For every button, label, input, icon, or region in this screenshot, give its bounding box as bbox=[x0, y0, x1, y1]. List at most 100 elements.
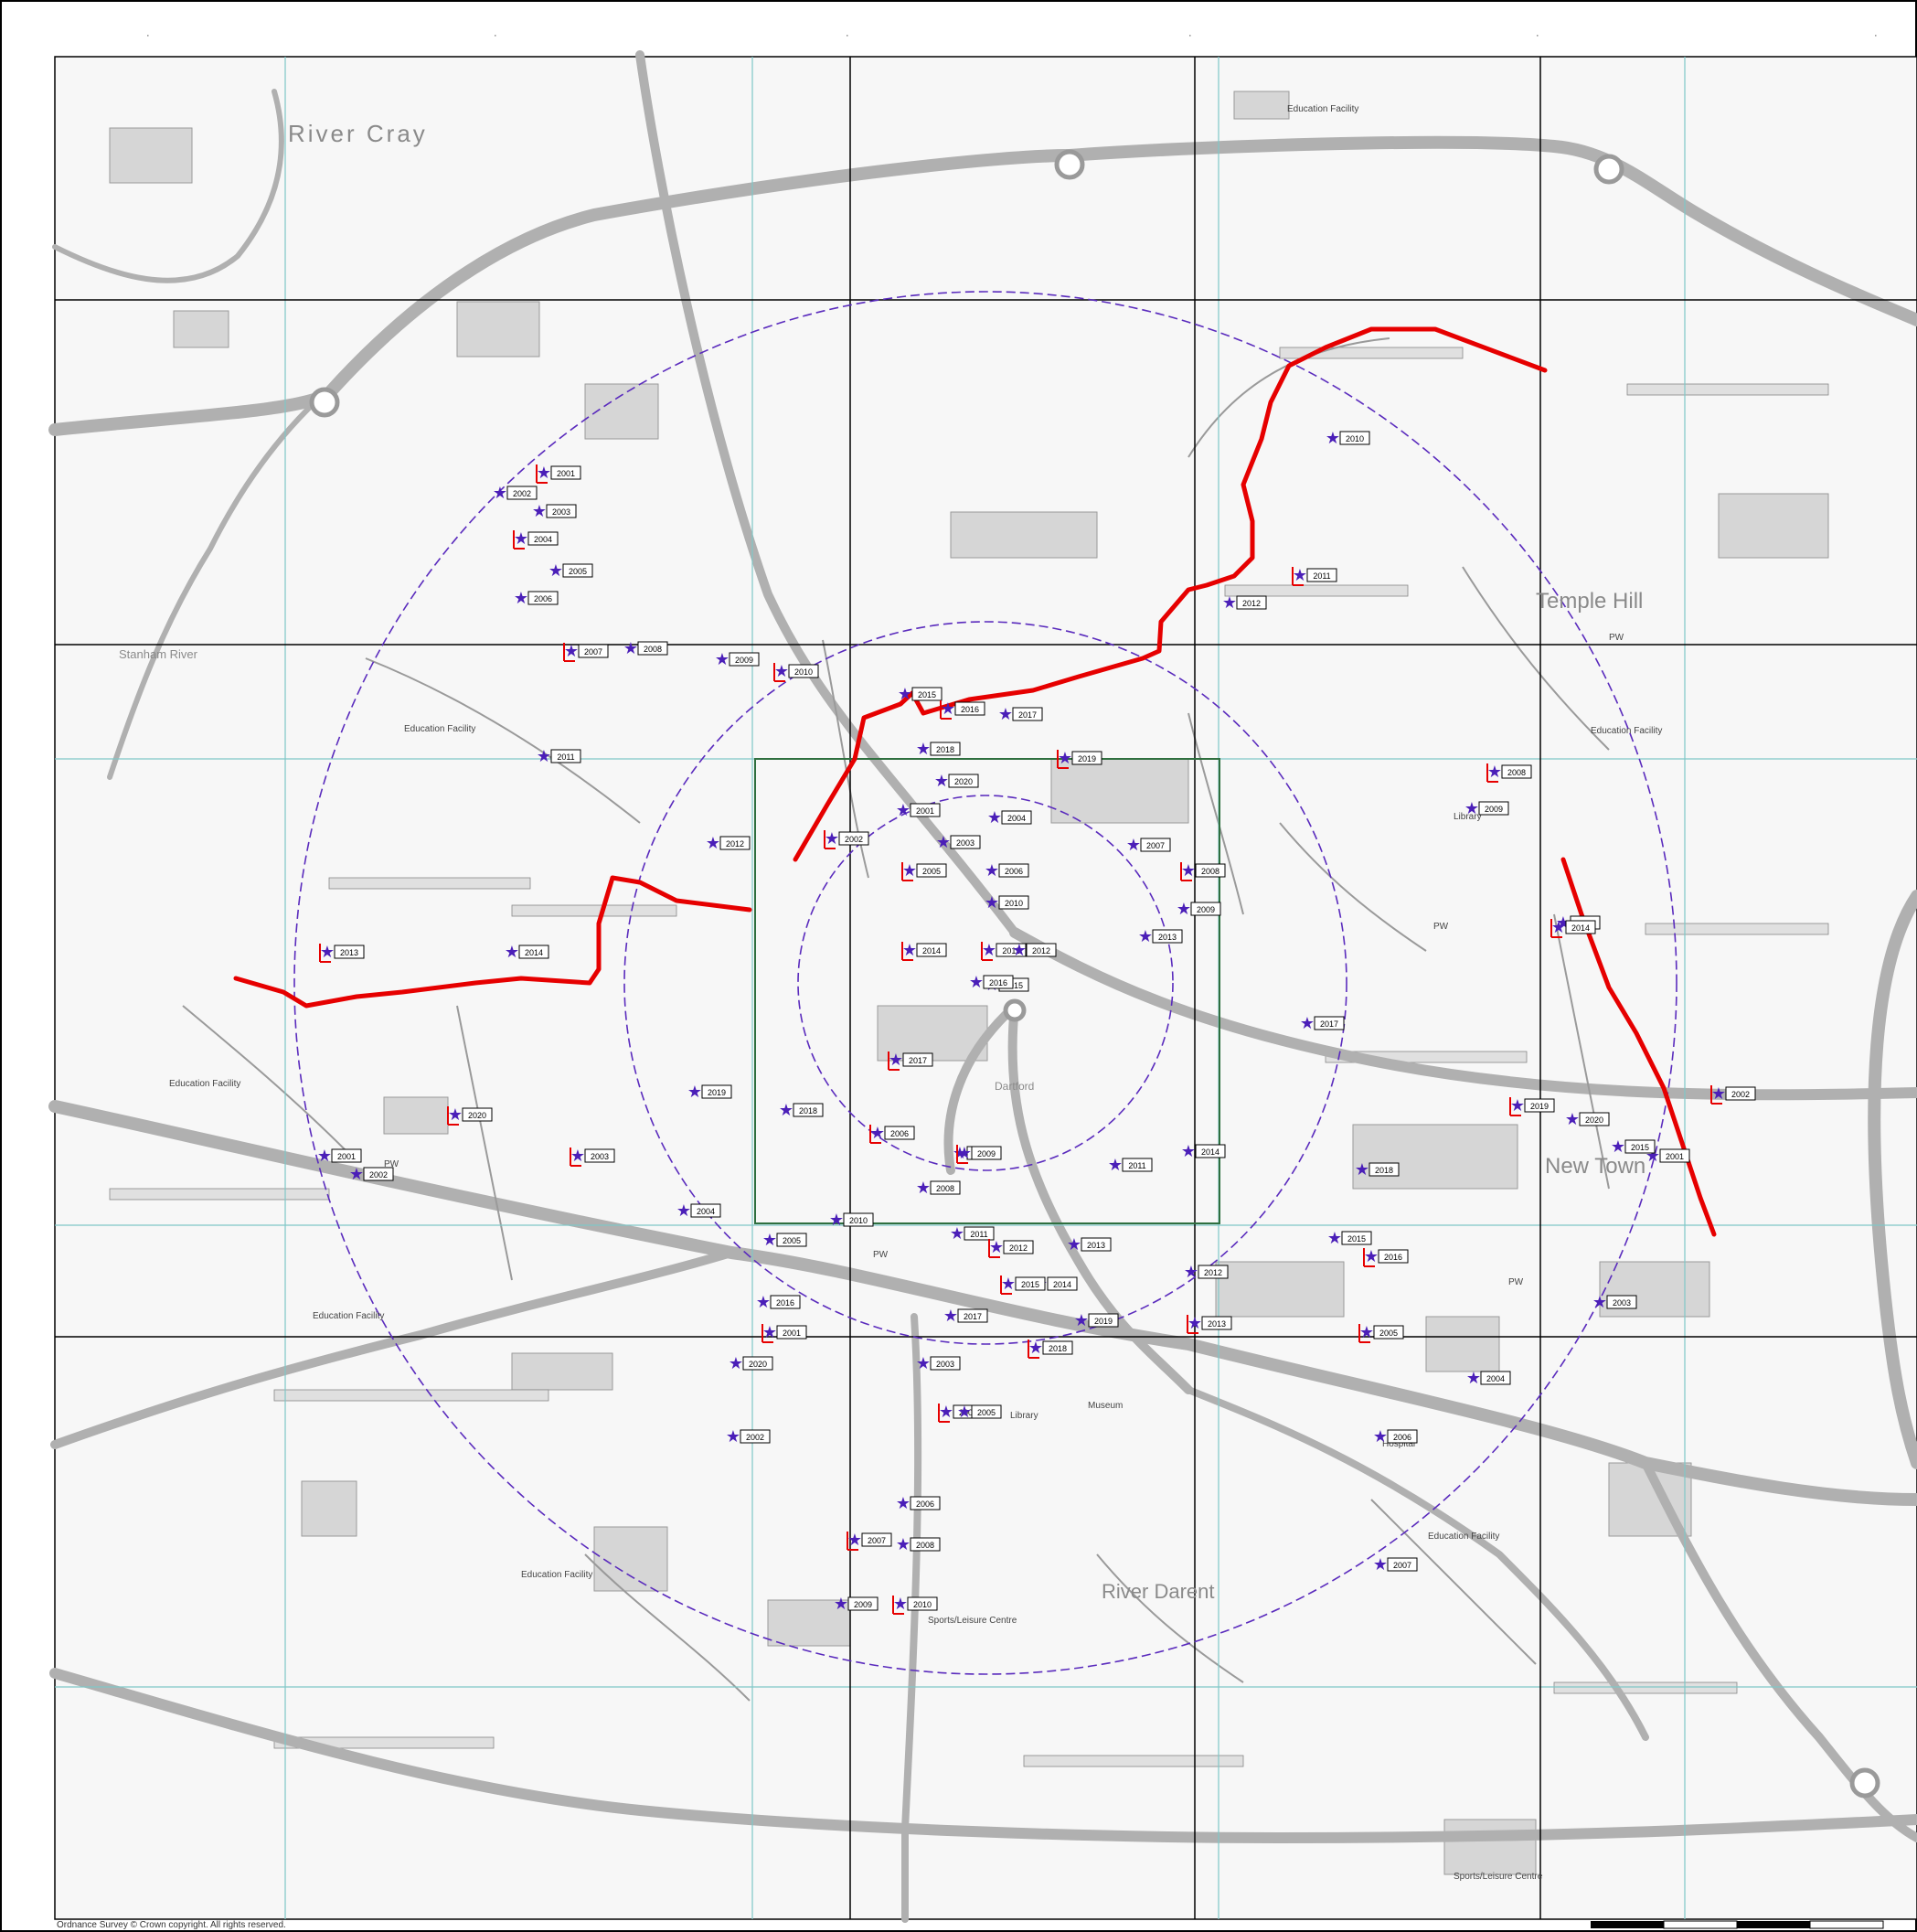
site-label: 2019 bbox=[1094, 1317, 1113, 1326]
star-icon[interactable]: ★ bbox=[893, 1595, 908, 1613]
site-label-box bbox=[1122, 1158, 1153, 1172]
site-markers[interactable]: ★2001★2002★2003★2004★2005★2006★2007★2008… bbox=[317, 429, 1756, 1615]
star-icon[interactable]: ★ bbox=[916, 1354, 931, 1372]
star-icon[interactable]: ★ bbox=[1293, 566, 1307, 584]
star-icon[interactable]: ★ bbox=[896, 1535, 911, 1553]
star-icon[interactable]: ★ bbox=[1067, 1235, 1081, 1254]
star-icon[interactable]: ★ bbox=[762, 1323, 777, 1341]
star-icon[interactable]: ★ bbox=[564, 642, 579, 660]
star-icon[interactable]: ★ bbox=[537, 747, 551, 765]
star-icon[interactable]: ★ bbox=[902, 861, 917, 880]
star-icon[interactable]: ★ bbox=[317, 1147, 332, 1165]
star-icon[interactable]: ★ bbox=[1592, 1293, 1607, 1311]
star-icon[interactable]: ★ bbox=[985, 893, 999, 912]
star-icon[interactable]: ★ bbox=[537, 464, 551, 482]
star-icon[interactable]: ★ bbox=[998, 705, 1013, 723]
star-icon[interactable]: ★ bbox=[532, 502, 547, 520]
star-icon[interactable]: ★ bbox=[1138, 927, 1153, 945]
star-icon[interactable]: ★ bbox=[943, 1307, 958, 1325]
star-icon[interactable]: ★ bbox=[548, 561, 563, 580]
star-icon[interactable]: ★ bbox=[1181, 861, 1196, 880]
star-icon[interactable]: ★ bbox=[623, 639, 638, 657]
star-icon[interactable]: ★ bbox=[950, 1224, 964, 1243]
star-icon[interactable]: ★ bbox=[1364, 1247, 1379, 1265]
star-icon[interactable]: ★ bbox=[1184, 1263, 1198, 1281]
star-icon[interactable]: ★ bbox=[1126, 836, 1141, 854]
star-icon[interactable]: ★ bbox=[1300, 1014, 1315, 1032]
star-icon[interactable]: ★ bbox=[939, 1403, 953, 1421]
star-icon[interactable]: ★ bbox=[1028, 1339, 1043, 1357]
star-icon[interactable]: ★ bbox=[896, 801, 911, 819]
star-icon[interactable]: ★ bbox=[1510, 1096, 1525, 1115]
star-icon[interactable]: ★ bbox=[985, 861, 999, 880]
star-icon[interactable]: ★ bbox=[1327, 1229, 1342, 1247]
star-icon[interactable]: ★ bbox=[916, 1179, 931, 1197]
star-icon[interactable]: ★ bbox=[349, 1165, 364, 1183]
star-icon[interactable]: ★ bbox=[989, 1238, 1004, 1256]
star-icon[interactable]: ★ bbox=[514, 529, 528, 548]
star-icon[interactable]: ★ bbox=[1222, 593, 1237, 612]
star-icon[interactable]: ★ bbox=[957, 1144, 972, 1162]
star-icon[interactable]: ★ bbox=[1058, 749, 1072, 767]
star-icon[interactable]: ★ bbox=[1359, 1323, 1374, 1341]
star-icon[interactable]: ★ bbox=[779, 1101, 793, 1119]
star-icon[interactable]: ★ bbox=[1565, 1110, 1580, 1128]
star-icon[interactable]: ★ bbox=[320, 943, 335, 961]
star-icon[interactable]: ★ bbox=[957, 1403, 972, 1421]
star-icon[interactable]: ★ bbox=[706, 834, 720, 852]
star-icon[interactable]: ★ bbox=[1001, 1275, 1016, 1293]
star-icon[interactable]: ★ bbox=[941, 699, 955, 718]
star-icon[interactable]: ★ bbox=[1551, 918, 1566, 936]
star-icon[interactable]: ★ bbox=[953, 1144, 967, 1162]
star-icon[interactable]: ★ bbox=[1464, 799, 1479, 817]
star-icon[interactable]: ★ bbox=[896, 1494, 911, 1512]
star-icon[interactable]: ★ bbox=[834, 1595, 848, 1613]
star-icon[interactable]: ★ bbox=[902, 941, 917, 959]
star-icon[interactable]: ★ bbox=[847, 1531, 862, 1549]
star-icon[interactable]: ★ bbox=[1326, 429, 1340, 447]
star-icon[interactable]: ★ bbox=[1711, 1084, 1726, 1103]
star-icon[interactable]: ★ bbox=[936, 833, 951, 851]
star-icon[interactable]: ★ bbox=[774, 662, 789, 680]
star-icon[interactable]: ★ bbox=[825, 829, 839, 848]
svg-text:·: · bbox=[1536, 30, 1539, 41]
star-icon[interactable]: ★ bbox=[514, 589, 528, 607]
star-icon[interactable]: ★ bbox=[729, 1354, 743, 1372]
star-icon[interactable]: ★ bbox=[1177, 900, 1191, 918]
star-icon[interactable]: ★ bbox=[889, 1051, 903, 1069]
star-icon[interactable]: ★ bbox=[1487, 763, 1502, 781]
star-icon[interactable]: ★ bbox=[1466, 1369, 1481, 1387]
star-icon[interactable]: ★ bbox=[870, 1124, 885, 1142]
star-icon[interactable]: ★ bbox=[493, 484, 507, 502]
star-icon[interactable]: ★ bbox=[1187, 1314, 1202, 1332]
star-icon[interactable]: ★ bbox=[715, 650, 730, 668]
site-label: 2008 bbox=[1201, 867, 1219, 876]
star-icon[interactable]: ★ bbox=[1181, 1142, 1196, 1160]
star-icon[interactable]: ★ bbox=[762, 1231, 777, 1249]
star-icon[interactable]: ★ bbox=[1373, 1427, 1388, 1446]
star-icon[interactable]: ★ bbox=[1355, 1160, 1369, 1179]
star-icon[interactable]: ★ bbox=[1611, 1137, 1625, 1156]
star-icon[interactable]: ★ bbox=[448, 1105, 463, 1124]
flag-icon bbox=[319, 944, 331, 963]
site-label-box bbox=[1071, 751, 1102, 765]
star-icon[interactable]: ★ bbox=[726, 1427, 740, 1446]
star-icon[interactable]: ★ bbox=[969, 973, 984, 991]
star-icon[interactable]: ★ bbox=[1108, 1156, 1123, 1174]
star-icon[interactable]: ★ bbox=[934, 772, 949, 790]
star-icon[interactable]: ★ bbox=[570, 1147, 585, 1165]
star-icon[interactable]: ★ bbox=[687, 1083, 702, 1101]
star-icon[interactable]: ★ bbox=[1012, 941, 1027, 959]
star-icon[interactable]: ★ bbox=[1373, 1555, 1388, 1574]
star-icon[interactable]: ★ bbox=[676, 1201, 691, 1220]
star-icon[interactable]: ★ bbox=[505, 943, 519, 961]
star-icon[interactable]: ★ bbox=[1074, 1311, 1089, 1329]
site-label-box bbox=[1524, 1098, 1555, 1113]
map-canvas[interactable]: River Cray Stanham River Temple Hill New… bbox=[48, 30, 1917, 1923]
star-icon[interactable]: ★ bbox=[987, 808, 1002, 827]
star-icon[interactable]: ★ bbox=[829, 1211, 844, 1229]
star-icon[interactable]: ★ bbox=[898, 685, 912, 703]
star-icon[interactable]: ★ bbox=[756, 1293, 771, 1311]
star-icon[interactable]: ★ bbox=[916, 740, 931, 758]
star-icon[interactable]: ★ bbox=[982, 941, 996, 959]
